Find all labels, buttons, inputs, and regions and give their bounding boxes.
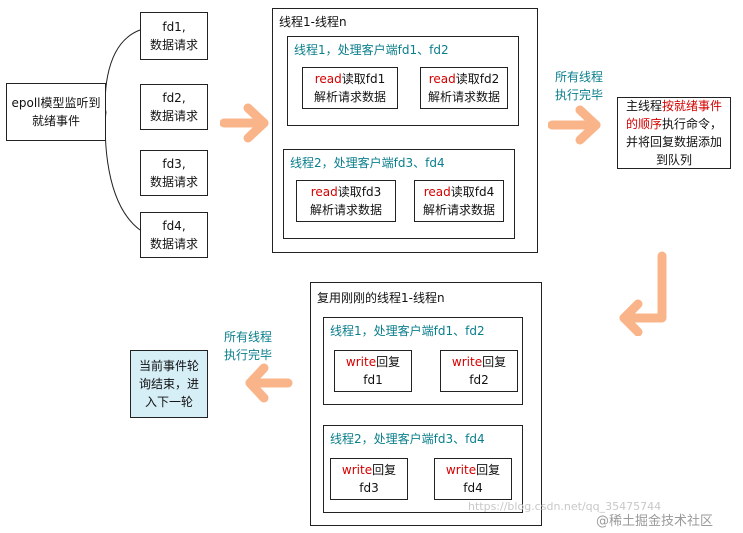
main-thread-box: 主线程按就绪事件的顺序执行命令，并将回复数据添加到队列 — [617, 97, 731, 169]
fd4-line1: fd4, — [162, 219, 186, 233]
write-fd3-box: write回复 fd3 — [330, 458, 408, 500]
read-fd2-box: read读取fd2 解析请求数据 — [420, 67, 508, 109]
fd3-box: fd3, 数据请求 — [140, 150, 208, 196]
thread2-write-title: 线程2，处理客户端fd3、fd4 — [330, 432, 485, 446]
thread-group-1-title: 线程1-线程n — [279, 15, 347, 29]
fd2-line2: 数据请求 — [149, 109, 198, 123]
final-box: 当前事件轮询结束，进入下一轮 — [130, 350, 208, 418]
arrow-down-left — [619, 251, 667, 336]
watermark-brand: @稀土掘金技术社区 — [596, 514, 714, 529]
fd1-line1: fd1, — [162, 20, 186, 34]
thread2-write-box: 线程2，处理客户端fd3、fd4 write回复 fd3 write回复 fd4 — [323, 425, 523, 513]
fd2-box: fd2, 数据请求 — [140, 84, 208, 130]
fd3-line2: 数据请求 — [149, 175, 198, 189]
write-fd1-box: write回复 fd1 — [334, 350, 412, 392]
thread1-write-title: 线程1，处理客户端fd1、fd2 — [330, 324, 485, 338]
all-threads-done-label-1: 所有线程 执行完毕 — [555, 70, 604, 102]
fd3-line1: fd3, — [162, 157, 186, 171]
thread2-box: 线程2，处理客户端fd3、fd4 read读取fd3 解析请求数据 read读取… — [283, 149, 515, 239]
fd4-box: fd4, 数据请求 — [140, 212, 208, 258]
arrow-right-1 — [220, 103, 269, 143]
write-fd2-box: write回复 fd2 — [440, 350, 518, 392]
fd1-line2: 数据请求 — [149, 38, 198, 52]
watermark-url: https://blog.csdn.net/qq_35475744 — [468, 500, 662, 513]
thread1-write-box: 线程1，处理客户端fd1、fd2 write回复 fd1 write回复 fd2 — [323, 317, 523, 405]
read-fd1-box: read读取fd1 解析请求数据 — [302, 67, 398, 109]
read-fd3-box: read读取fd3 解析请求数据 — [296, 180, 396, 222]
read-fd4-box: read读取fd4 解析请求数据 — [414, 180, 504, 222]
fd4-line2: 数据请求 — [149, 237, 198, 251]
arrow-right-2 — [548, 105, 601, 145]
thread1-box: 线程1，处理客户端fd1、fd2 read读取fd1 解析请求数据 read读取… — [287, 36, 519, 126]
fd1-box: fd1, 数据请求 — [140, 12, 208, 60]
thread-group-2: 复用刚刚的线程1-线程n 线程1，处理客户端fd1、fd2 write回复 fd… — [310, 282, 542, 526]
arrow-left — [245, 363, 293, 403]
fd2-line1: fd2, — [162, 91, 186, 105]
write-fd4-box: write回复 fd4 — [434, 458, 512, 500]
epoll-box: epoll模型监听到就绪事件 — [6, 83, 106, 141]
thread1-title: 线程1，处理客户端fd1、fd2 — [294, 43, 449, 57]
thread2-title: 线程2，处理客户端fd3、fd4 — [290, 156, 445, 170]
all-threads-done-label-2: 所有线程 执行完毕 — [224, 330, 273, 362]
thread-group-2-title: 复用刚刚的线程1-线程n — [317, 291, 445, 305]
thread-group-1: 线程1-线程n 线程1，处理客户端fd1、fd2 read读取fd1 解析请求数… — [272, 8, 538, 253]
